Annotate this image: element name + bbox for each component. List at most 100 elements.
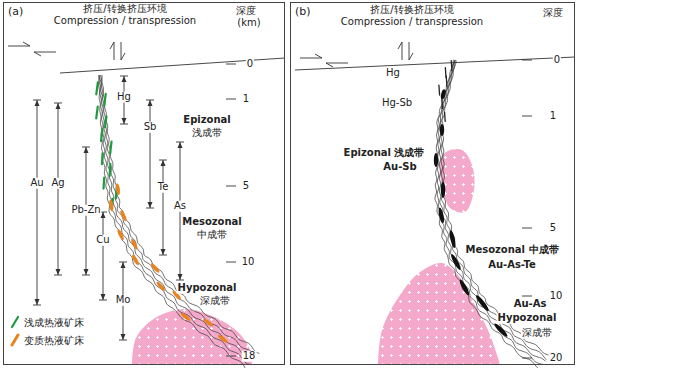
panel-letter: (a) (8, 6, 23, 18)
depth-tick-label: 5 (242, 181, 250, 192)
metamorphic-deposit (116, 228, 125, 240)
setting-label: 挤压/转换挤压环境 (82, 4, 167, 15)
setting-label: Compression / transpression (53, 16, 197, 27)
legend-label: 变质热液矿床 (24, 335, 84, 346)
ore-lens (441, 182, 445, 198)
depth-tick-label: 20 (549, 353, 564, 364)
element-range-label: Hg (116, 92, 132, 103)
shear-zone-line (100, 75, 255, 360)
element-range-bar (159, 160, 167, 255)
epithermal-deposit (110, 142, 111, 154)
zone-label: Hypozonal (177, 283, 238, 294)
depth-tick-label: 0 (246, 59, 254, 70)
setting-label: Compression / transpression (340, 17, 484, 28)
shear-zone-line (102, 75, 259, 354)
shear-zone-line (98, 75, 246, 368)
ore-lens (474, 294, 490, 312)
depth-tick-label: 10 (241, 257, 256, 268)
panel-frame: (b) (290, 2, 575, 365)
depth-ticks (226, 64, 236, 356)
shear-arrow (121, 42, 125, 60)
epithermal-deposit (102, 178, 105, 189)
shear-arrow (8, 42, 30, 46)
shear-zone-line (101, 75, 257, 358)
zone-label: 深成带 (199, 296, 231, 307)
element-range-label: Sb (143, 122, 158, 133)
ore-lens (458, 279, 471, 297)
ore-lens (450, 253, 463, 271)
metamorphic-deposit (202, 317, 214, 327)
legend-swatch (9, 315, 21, 329)
ore-assemblage: Au-Sb (382, 162, 417, 173)
element-range-bar (99, 212, 107, 300)
ground-surface (295, 57, 575, 70)
zone-label: Epizonal (182, 115, 231, 126)
ore-lens (440, 124, 444, 136)
metamorphic-deposit (115, 183, 121, 195)
granite-intrusion (378, 263, 500, 364)
element-range-label: Te (157, 182, 170, 193)
zone-label: Mesozonal (181, 217, 243, 228)
panel-letter: (b) (295, 6, 311, 18)
shear-arrow (326, 63, 348, 67)
metamorphic-deposit (130, 238, 139, 250)
epithermal-deposit (96, 107, 98, 119)
ore-assemblage: Hg (385, 68, 401, 79)
ground-surface (60, 58, 285, 73)
ore-assemblage: Hg-Sb (381, 98, 413, 109)
zone-label: 浅成带 (191, 128, 223, 139)
element-range-label: Pb-Zn (70, 205, 101, 216)
zone-label: 中成带 (196, 230, 228, 241)
zone-label: Hypozonal (497, 313, 558, 324)
element-range-bar (146, 100, 154, 208)
epithermal-deposit (101, 129, 103, 141)
epithermal-deposit (96, 82, 98, 94)
ore-assemblage: Au-As-Te (487, 260, 537, 271)
metamorphic-deposit (150, 262, 161, 273)
vein-splay (446, 76, 448, 87)
vein-splay (438, 85, 440, 95)
metamorphic-deposit (155, 281, 166, 292)
axis-title: 深度 (542, 8, 564, 19)
vein-splay (451, 61, 453, 71)
depth-tick-label: 0 (553, 55, 561, 66)
epithermal-deposit (104, 94, 106, 106)
epithermal-deposit (101, 153, 104, 164)
shear-arrow (398, 42, 402, 60)
ore-assemblage: Au-As (513, 299, 548, 310)
depth-tick-label: 1 (549, 111, 557, 122)
shear-zone-line (442, 60, 550, 355)
legend-entry: 浅成热液矿床 (9, 315, 84, 329)
vein-splay (444, 112, 446, 121)
vein-splay (441, 99, 443, 109)
element-range-bar (33, 100, 41, 305)
legend-swatch (9, 333, 21, 347)
ore-lens (493, 322, 509, 338)
axis-title: 深度 (235, 6, 257, 17)
ore-lens (434, 153, 438, 167)
shear-zone-line (99, 75, 251, 365)
epithermal-deposit (105, 116, 106, 127)
metamorphic-deposit (109, 199, 115, 211)
depth-tick-label: 1 (242, 94, 250, 105)
shear-arrow (300, 54, 322, 58)
metamorphic-deposit (217, 334, 229, 344)
element-range-bar (54, 103, 62, 275)
zone-label: Epizonal 浅成带 (343, 148, 426, 159)
zone-label: 深成带 (521, 328, 553, 339)
shear-arrow (409, 42, 413, 60)
shear-arrow (34, 52, 56, 56)
metamorphic-deposit (180, 312, 192, 322)
legend-label: 浅成热液矿床 (24, 317, 84, 328)
granite-intrusion (440, 149, 475, 213)
zone-label: Mesozonal 中成带 (464, 245, 559, 256)
element-range-label: As (173, 201, 187, 212)
axis-unit: (km) (236, 18, 261, 29)
depth-tick-label: 18 (242, 351, 257, 362)
depth-tick-label: 10 (549, 291, 564, 302)
element-range-label: Au (29, 178, 44, 189)
epithermal-deposit (109, 164, 112, 176)
setting-label: 挤压/转换挤压环境 (369, 5, 454, 16)
